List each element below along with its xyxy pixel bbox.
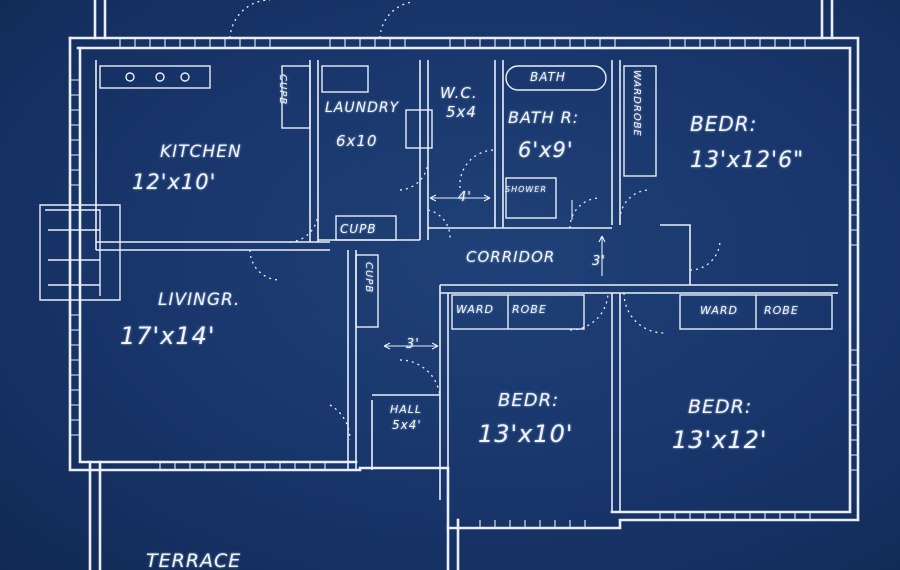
windows xyxy=(70,38,858,528)
bed3-size: 13'x12' xyxy=(672,426,768,454)
wardrobe-bed2-b-label: ROBE xyxy=(512,303,547,316)
bath-name: BATH R: xyxy=(508,108,580,127)
wardrobe-bed3-a-label: WARD xyxy=(700,304,738,317)
bed2-size: 13'x10' xyxy=(478,420,574,448)
kitchen-size: 12'x10' xyxy=(132,170,217,194)
bathtub-label: BATH xyxy=(530,70,566,84)
wardrobe-bed3-b-label: ROBE xyxy=(764,304,799,317)
hall-width-dimension: 3' xyxy=(406,337,420,352)
wardrobe-bed1-label: WARDROBE xyxy=(631,70,642,137)
door-swings xyxy=(229,0,721,441)
bed3-name: BEDR: xyxy=(688,396,753,418)
terrace-label: TERRACE xyxy=(146,550,242,570)
fixtures xyxy=(39,65,833,330)
cupboard-kitchen-label: CUPB xyxy=(277,74,288,106)
shower-label: SHOWER xyxy=(505,185,547,194)
laundry-name: LAUNDRY xyxy=(325,100,400,116)
kitchen-name: KITCHEN xyxy=(160,142,242,162)
cupboard-laundry-label: CUPB xyxy=(340,222,377,236)
wc-size: 5x4 xyxy=(446,103,477,121)
bed1-name: BEDR: xyxy=(690,112,758,136)
laundry-size: 6x10 xyxy=(336,132,378,150)
bed2-name: BEDR: xyxy=(498,390,560,411)
dimension-lines xyxy=(383,194,606,350)
corridor-label: CORRIDOR xyxy=(466,248,556,266)
cupboard-corridor-label: CUPB xyxy=(363,262,374,294)
wc-name: W.C. xyxy=(440,84,478,102)
hall-size: 5x4' xyxy=(392,418,422,432)
wardrobe-bed2-a-label: WARD xyxy=(456,303,494,316)
living-name: LIVINGR. xyxy=(158,290,241,310)
bed1-size: 13'x12'6" xyxy=(690,148,805,173)
living-size: 17'x14' xyxy=(120,322,216,350)
interior-walls xyxy=(95,60,838,512)
hall-name: HALL xyxy=(390,403,423,416)
corridor-width-dimension: 4' xyxy=(458,190,472,205)
bath-size: 6'x9' xyxy=(518,138,574,162)
corridor-width-dimension-2: 3' xyxy=(592,254,606,269)
